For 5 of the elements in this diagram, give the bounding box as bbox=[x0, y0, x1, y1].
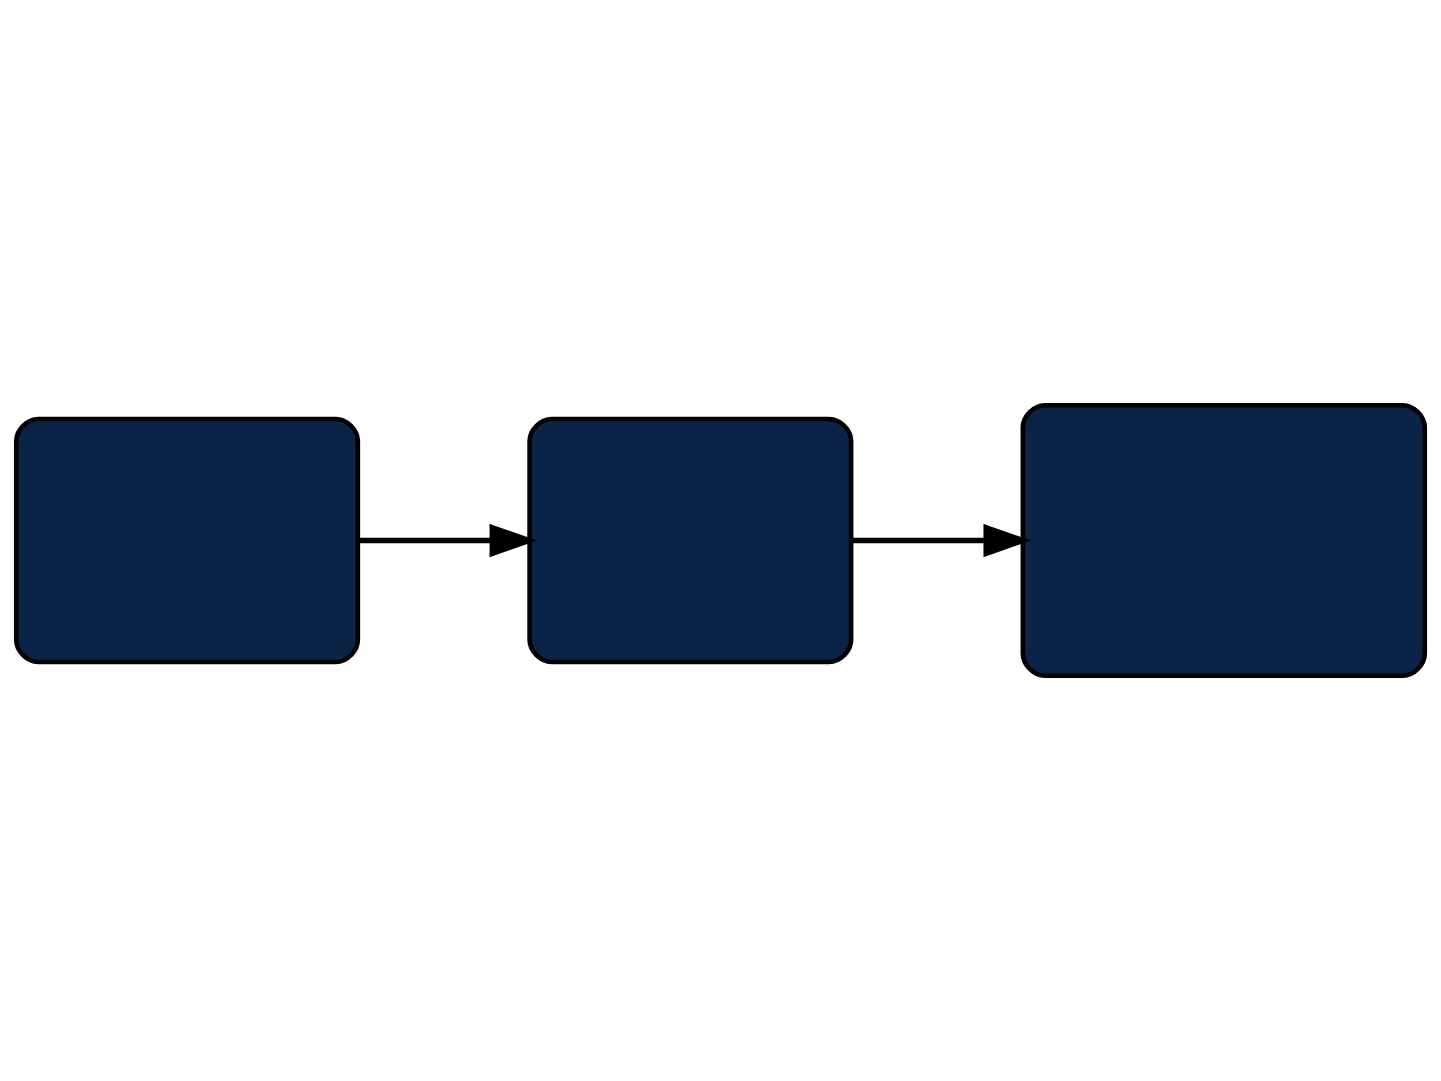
arrow bbox=[851, 523, 1032, 558]
arrow bbox=[358, 523, 538, 558]
node-box bbox=[527, 416, 854, 665]
node-box bbox=[13, 416, 361, 665]
node-box bbox=[1020, 403, 1428, 678]
